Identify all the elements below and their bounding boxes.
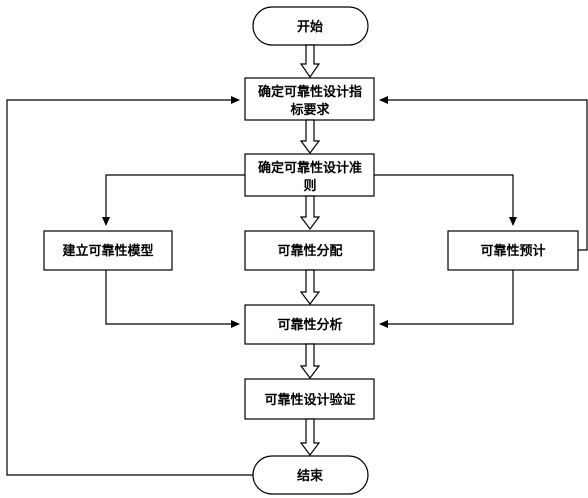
design-index-box: 确定可靠性设计指 标要求 — [244, 77, 375, 121]
end-terminator: 结束 — [252, 455, 369, 495]
analysis-label: 可靠性分析 — [277, 317, 342, 333]
hollow-arrow-analysis-to-verification — [299, 343, 321, 379]
hollow-arrow-index-to-criteria — [299, 119, 321, 154]
verification-box: 可靠性设计验证 — [244, 378, 375, 420]
prediction-box: 可靠性预计 — [447, 230, 579, 271]
feedback-loop-right — [379, 96, 588, 251]
allocation-box: 可靠性分配 — [244, 230, 375, 271]
connector-prediction-to-analysis — [379, 270, 514, 328]
analysis-box: 可靠性分析 — [244, 304, 375, 345]
design-index-label-line2: 标要求 — [289, 102, 330, 118]
build-model-label: 建立可靠性模型 — [62, 243, 153, 259]
end-label: 结束 — [297, 468, 324, 484]
design-criteria-label-line1: 确定可靠性设计准 — [258, 160, 362, 176]
build-model-box: 建立可靠性模型 — [43, 230, 173, 271]
start-label: 开始 — [297, 19, 323, 35]
design-criteria-label-line2: 则 — [303, 178, 316, 194]
prediction-label: 可靠性预计 — [480, 243, 545, 259]
connector-model-to-analysis — [105, 270, 240, 328]
connector-criteria-to-model — [102, 174, 245, 226]
hollow-arrow-start-to-index — [299, 44, 321, 79]
design-index-label-line1: 确定可靠性设计指 — [258, 84, 362, 100]
hollow-arrow-criteria-to-allocation — [299, 195, 321, 230]
feedback-loop-left — [6, 96, 253, 476]
connector-criteria-to-prediction — [374, 174, 517, 226]
hollow-arrow-verification-to-end — [299, 418, 321, 456]
verification-label: 可靠性设计验证 — [264, 392, 355, 408]
start-terminator: 开始 — [252, 6, 369, 46]
hollow-arrow-allocation-to-analysis — [299, 269, 321, 305]
design-criteria-box: 确定可靠性设计准 则 — [244, 153, 375, 197]
allocation-label: 可靠性分配 — [277, 243, 342, 259]
